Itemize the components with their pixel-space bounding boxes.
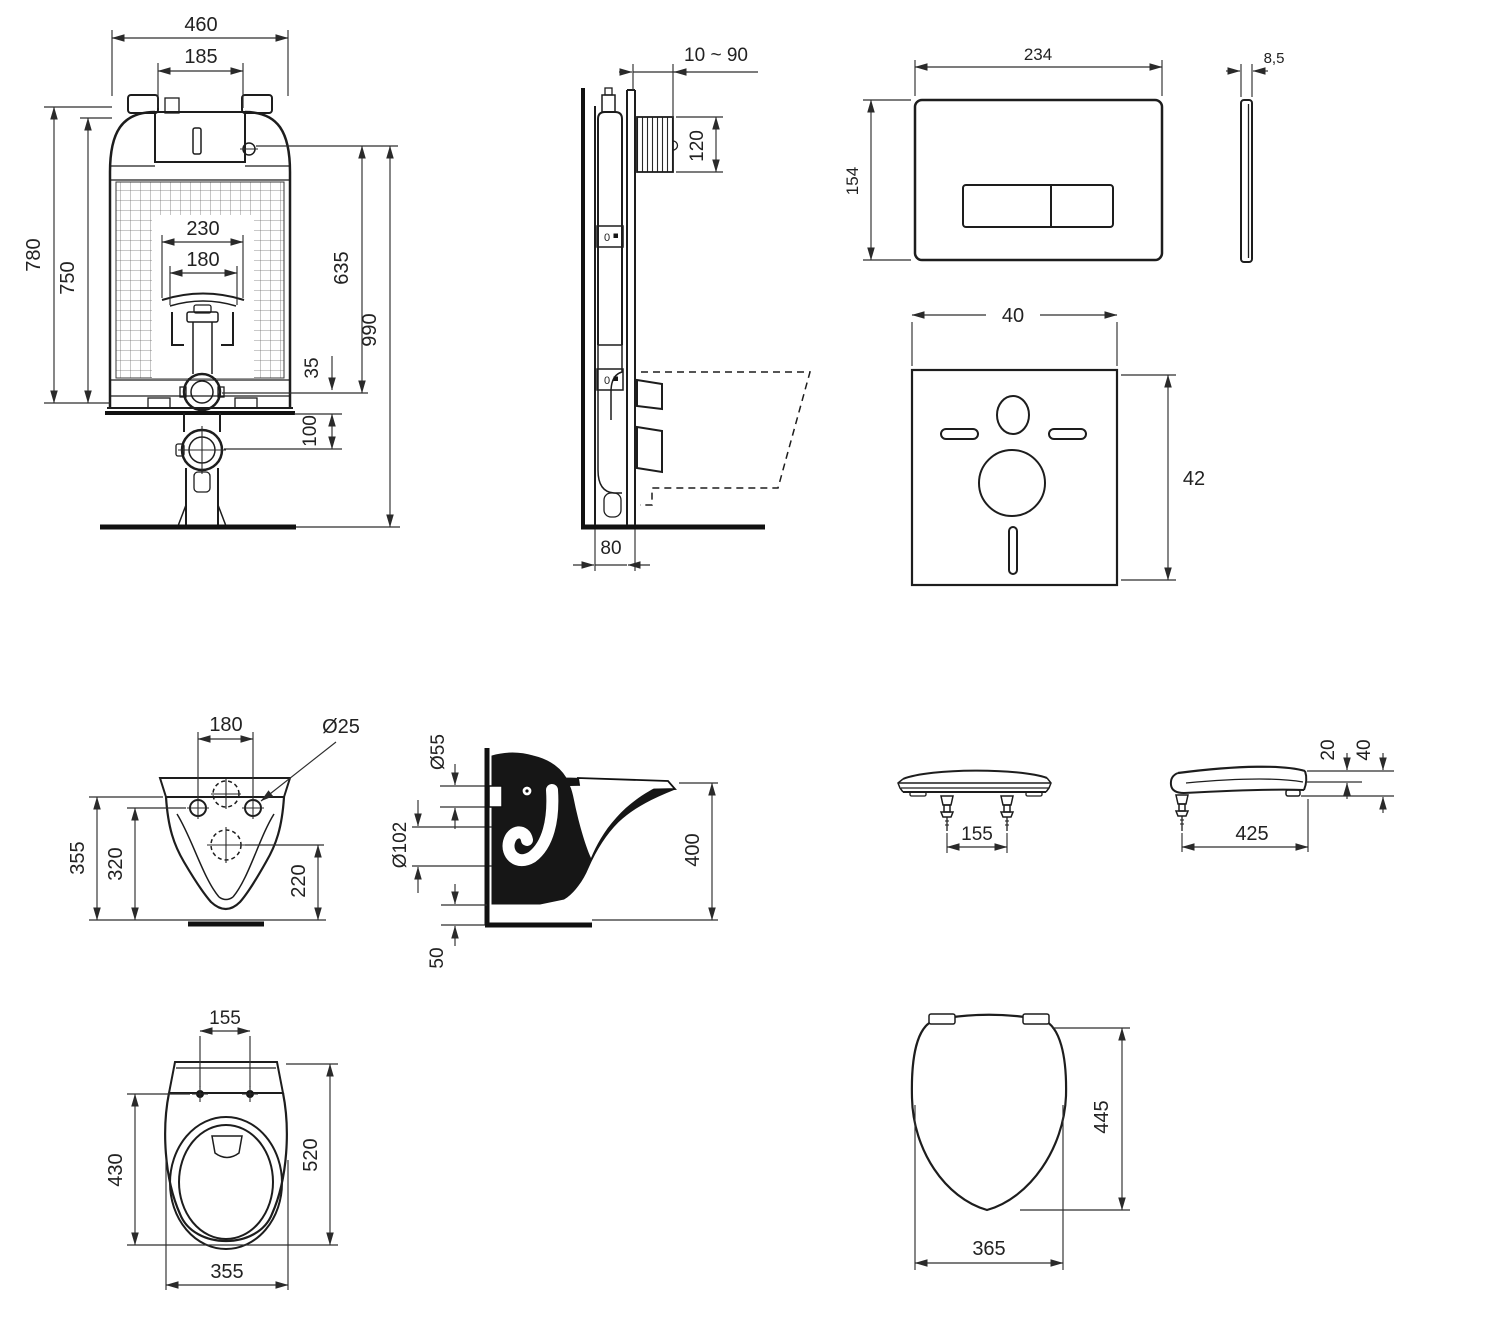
dim-mat-height: 42 xyxy=(1183,468,1205,490)
seat-front-view: 155 xyxy=(897,769,1052,853)
bowl-rear-dimension-labels: 180 Ø25 355 320 220 xyxy=(67,714,360,898)
sound-mat-body xyxy=(910,368,1119,587)
seat-side-profile xyxy=(1169,765,1308,797)
trap-channel xyxy=(502,784,559,867)
seat-top-outline xyxy=(910,1013,1068,1212)
inlet-spigot xyxy=(488,785,503,808)
bowl-top-outline xyxy=(164,1061,288,1250)
seat-top-dimension-lines xyxy=(914,1027,1130,1270)
flush-valve-assembly xyxy=(161,292,245,412)
dim-seat-length: 425 xyxy=(1235,823,1268,845)
dim-bowl-width: 355 xyxy=(210,1261,243,1283)
dim-bolt-span: 180 xyxy=(209,714,242,736)
bowl-top-view: 155 430 520 355 xyxy=(105,1008,338,1290)
flush-plate-dimension-lines xyxy=(863,60,1163,261)
wall-and-floor xyxy=(581,88,765,530)
bowl-side-dimension-labels: Ø55 Ø102 400 50 xyxy=(390,734,704,969)
dim-hinge-span: 155 xyxy=(961,824,993,845)
dim-hole-diameter: Ø25 xyxy=(322,716,360,738)
sticker-text-upper: 0 xyxy=(604,232,610,244)
flush-plate-side-view: 8,5 xyxy=(1226,50,1285,263)
seat-side-view: 20 40 425 xyxy=(1169,739,1394,852)
dim-frame-depth: 80 xyxy=(600,538,621,559)
dim-seat-top-width: 365 xyxy=(972,1238,1005,1260)
dim-outlet-diameter: Ø102 xyxy=(390,822,411,868)
dim-wall-distance: 10 ~ 90 xyxy=(684,45,748,66)
dim-inlet-diameter: Ø55 xyxy=(428,734,449,770)
cistern-outline xyxy=(105,94,295,415)
dim-mat-width: 40 xyxy=(1002,305,1024,327)
dim-total-width: 460 xyxy=(184,14,217,36)
bowl-section-body xyxy=(488,752,677,905)
mounting-brackets xyxy=(636,378,663,474)
bowl-top-dimension-labels: 155 430 520 355 xyxy=(105,1008,322,1283)
frame-side-view: 0 0 10 ~ xyxy=(573,45,811,571)
seat-front-profile xyxy=(897,769,1052,797)
bowl-side-dimension-lines xyxy=(414,764,718,946)
bowl-rear-outline xyxy=(158,777,292,927)
dim-seat-top-length: 445 xyxy=(1091,1100,1113,1133)
dim-outlet-height: 635 xyxy=(331,251,353,284)
bowl-rear-view: 180 Ø25 355 320 220 xyxy=(67,714,360,927)
sticker-labels: 0 0 xyxy=(596,225,624,391)
sticker-text-lower: 0 xyxy=(604,375,610,387)
bowl-rear-holes xyxy=(187,779,264,863)
bowl-top-bolt-holes xyxy=(192,1086,258,1102)
bowl-dashed-outline xyxy=(640,371,811,506)
dim-drain-offset: 100 xyxy=(300,415,321,447)
plate-thickness-dimension xyxy=(1226,64,1268,97)
bowl-rear-dimension-lines xyxy=(89,732,337,921)
seat-side-dimension-labels: 20 40 425 xyxy=(1235,739,1375,845)
seat-top-view: 445 365 xyxy=(910,1013,1130,1270)
dim-total-thickness: 40 xyxy=(1354,739,1375,760)
dim-height-inner: 750 xyxy=(57,261,79,294)
side-dimension-labels: 10 ~ 90 120 80 xyxy=(600,45,748,559)
dim-bowl-height: 400 xyxy=(682,833,704,866)
dim-inner-length: 430 xyxy=(105,1153,127,1186)
flush-plate-buttons xyxy=(962,184,1114,228)
dim-height-outlet: 220 xyxy=(288,864,310,897)
flush-plate-profile xyxy=(1240,99,1253,263)
dim-total-length: 520 xyxy=(300,1138,322,1171)
dim-height-bolts: 320 xyxy=(105,847,127,880)
sound-mat-view: 40 42 xyxy=(910,305,1205,587)
wall-and-floor-side xyxy=(484,748,592,928)
dim-frame-height: 990 xyxy=(359,313,381,346)
dim-bracket-span: 230 xyxy=(186,218,219,240)
dim-tank-width: 185 xyxy=(184,46,217,68)
dim-plate-width: 234 xyxy=(1024,45,1052,64)
dim-height-outer: 780 xyxy=(23,238,45,271)
dim-height-total: 355 xyxy=(67,841,89,874)
dim-outlet-gap: 35 xyxy=(302,357,323,378)
seat-hinge-left xyxy=(928,1013,956,1025)
seat-hinge-bolts xyxy=(939,795,1015,831)
bowl-side-view: Ø55 Ø102 400 50 xyxy=(390,734,718,969)
sound-mat-dimension-lines xyxy=(911,311,1176,581)
flush-plate-front-view: 234 154 xyxy=(843,45,1164,262)
cistern-front-view: 460 185 780 750 230 180 635 990 35 100 xyxy=(23,14,400,530)
seat-front-dimension xyxy=(946,833,1008,853)
dim-top-bolt-span: 155 xyxy=(209,1008,241,1029)
seat-side-hinge-bolt xyxy=(1174,794,1190,831)
dim-opening-height: 120 xyxy=(687,130,708,162)
side-dimension-lines xyxy=(573,64,758,571)
seat-side-dimension-lines xyxy=(1181,753,1394,852)
cistern-dimension-lines xyxy=(44,30,400,528)
seat-hinge-right xyxy=(1022,1013,1050,1025)
dim-floor-gap: 50 xyxy=(427,947,448,968)
drain-elbow-assembly xyxy=(100,413,296,530)
dim-plate-height: 154 xyxy=(843,167,862,195)
dim-pipe-span: 180 xyxy=(186,249,219,271)
sound-mat-cutouts xyxy=(940,395,1087,575)
bowl-top-dimension-lines xyxy=(127,1027,338,1290)
cistern-dimension-labels: 460 185 780 750 230 180 635 990 35 100 xyxy=(23,14,381,447)
dim-plate-thickness: 8,5 xyxy=(1264,50,1285,67)
frame-profile xyxy=(594,87,679,525)
dim-seat-thickness: 20 xyxy=(1318,739,1339,760)
flush-plate-body xyxy=(913,98,1164,262)
